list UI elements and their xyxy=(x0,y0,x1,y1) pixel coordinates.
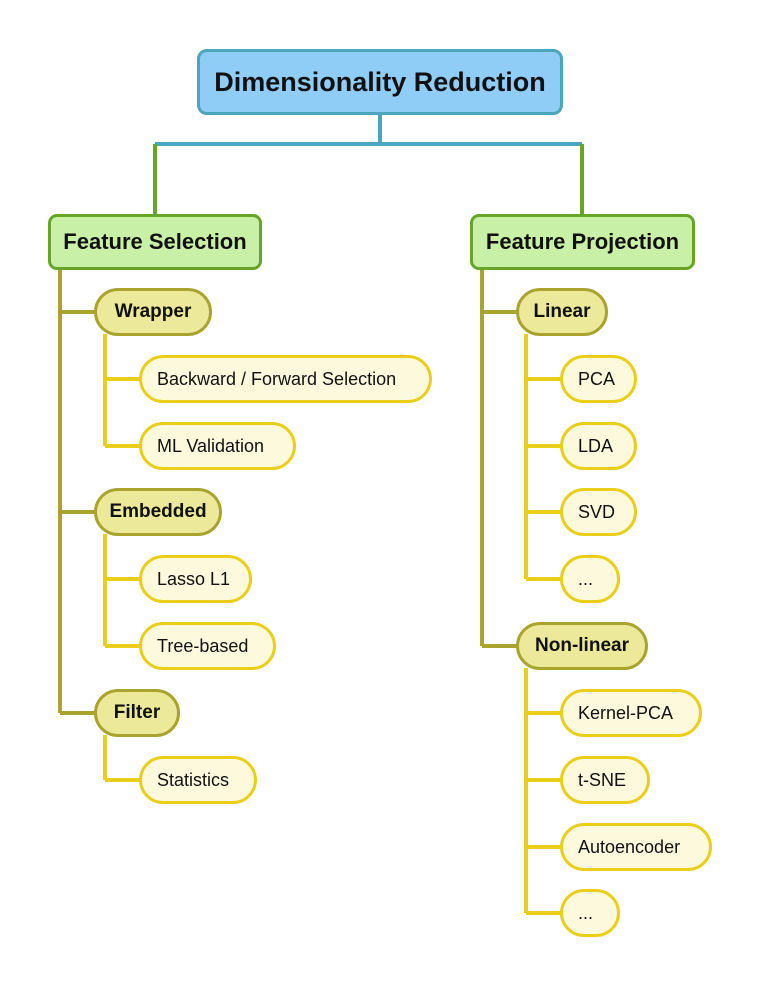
leaf-node: Tree-based xyxy=(139,622,276,670)
leaf-node: LDA xyxy=(560,422,637,470)
leaf-node: ... xyxy=(560,555,620,603)
embedded-node: Embedded xyxy=(94,488,222,536)
linear-node: Linear xyxy=(516,288,608,336)
filter-node: Filter xyxy=(94,689,180,737)
leaf-node: Autoencoder xyxy=(560,823,712,871)
feature-projection-node: Feature Projection xyxy=(470,214,695,270)
leaf-node: SVD xyxy=(560,488,637,536)
leaf-node: ... xyxy=(560,889,620,937)
leaf-node: t-SNE xyxy=(560,756,650,804)
leaf-node: Kernel-PCA xyxy=(560,689,702,737)
root-node: Dimensionality Reduction xyxy=(197,49,563,115)
leaf-node: Backward / Forward Selection xyxy=(139,355,432,403)
feature-selection-node: Feature Selection xyxy=(48,214,262,270)
wrapper-node: Wrapper xyxy=(94,288,212,336)
leaf-node: ML Validation xyxy=(139,422,296,470)
leaf-node: Statistics xyxy=(139,756,257,804)
leaf-node: PCA xyxy=(560,355,637,403)
leaf-node: Lasso L1 xyxy=(139,555,252,603)
nonlinear-node: Non-linear xyxy=(516,622,648,670)
